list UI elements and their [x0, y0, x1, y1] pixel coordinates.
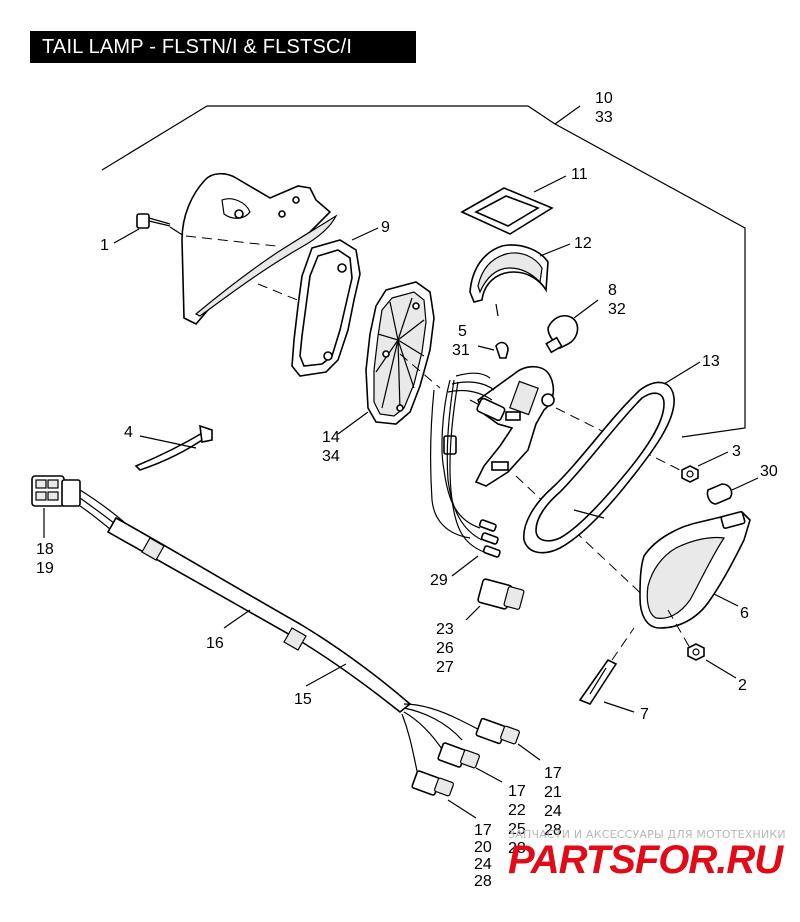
callout-1: 1 — [100, 237, 109, 254]
part-lens-cover[interactable] — [639, 511, 751, 629]
callout-2: 2 — [738, 677, 747, 694]
part-reflector-strip[interactable] — [578, 627, 635, 713]
callout-15: 15 — [294, 691, 312, 708]
watermark-brand[interactable]: PARTSFOR.RU — [508, 838, 783, 882]
part-connector-d[interactable] — [465, 578, 525, 621]
part-bulb[interactable] — [545, 299, 599, 354]
callout-13: 13 — [702, 353, 720, 370]
assembly-bracket — [101, 105, 746, 438]
part-wire-leads[interactable] — [430, 379, 501, 577]
part-connector-c[interactable] — [411, 770, 477, 819]
callout-29: 29 — [430, 572, 448, 589]
page-title: TAIL LAMP - FLSTN/I & FLSTSC/I — [30, 31, 416, 63]
callout-3: 3 — [732, 443, 741, 460]
part-socket-assembly[interactable] — [443, 365, 681, 603]
watermark-tagline: ЗАПЧАСТИ И АКСЕССУАРЫ ДЛЯ МОТОТЕХНИКИ — [508, 828, 786, 841]
part-screw[interactable] — [113, 213, 185, 244]
part-lens-gasket[interactable] — [291, 227, 379, 377]
part-gasket[interactable] — [460, 175, 567, 235]
part-wire-harness[interactable] — [79, 489, 497, 785]
part-nut-2[interactable] — [667, 609, 737, 679]
part-nut[interactable] — [681, 451, 729, 483]
callout-12: 12 — [574, 235, 592, 252]
callout-6: 6 — [740, 605, 749, 622]
part-bezel-gasket[interactable] — [523, 361, 701, 554]
part-lens[interactable] — [337, 281, 441, 435]
callout-4: 4 — [124, 424, 133, 441]
callout-9: 9 — [381, 219, 390, 236]
part-connector-main[interactable] — [31, 475, 81, 538]
part-cap[interactable] — [706, 477, 759, 505]
callout-7: 7 — [640, 706, 649, 723]
callout-11: 11 — [571, 166, 588, 183]
part-connector-b[interactable] — [437, 742, 503, 783]
part-small-bulb[interactable] — [477, 341, 509, 359]
part-cable-strap[interactable] — [134, 424, 213, 471]
part-lamp-housing[interactable] — [181, 172, 338, 325]
callout-30: 30 — [760, 463, 778, 480]
callout-16: 16 — [206, 635, 224, 652]
part-reflector[interactable] — [469, 243, 571, 317]
part-connector-a[interactable] — [475, 717, 541, 761]
